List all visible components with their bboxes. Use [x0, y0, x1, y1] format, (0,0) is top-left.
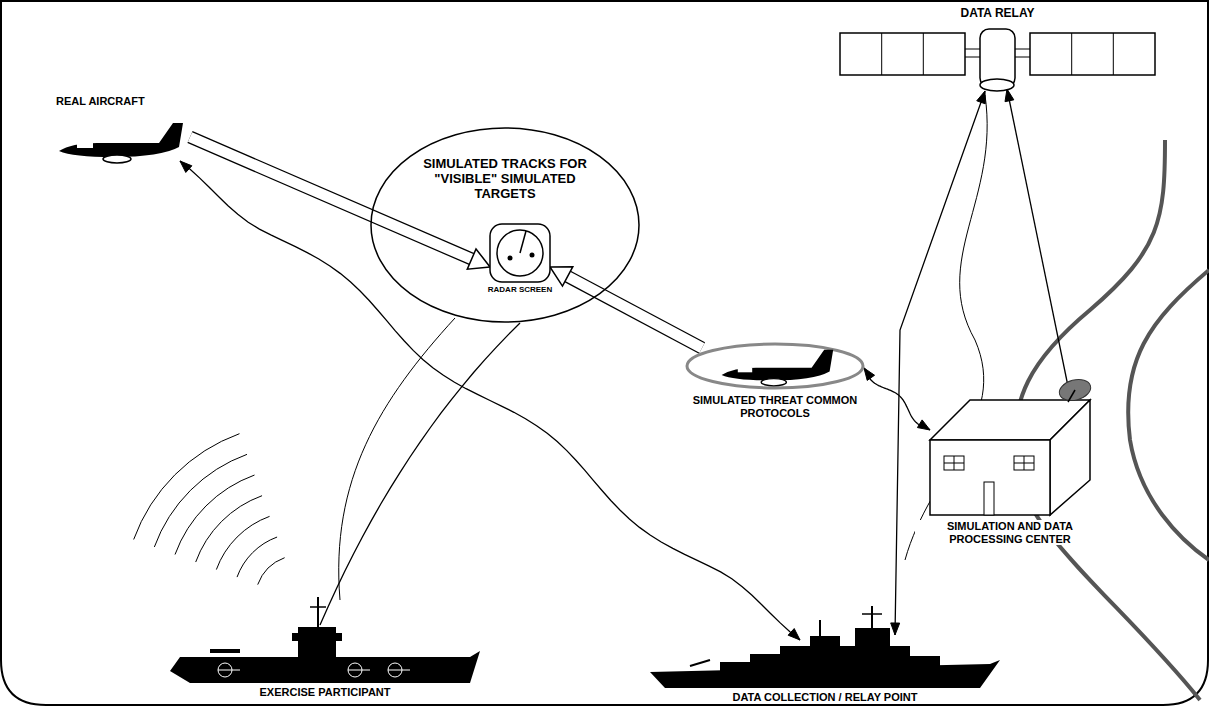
art-line	[388, 670, 410, 671]
radar-screen: RADAR SCREEN	[480, 222, 560, 302]
connector-part	[891, 623, 900, 635]
connector	[550, 267, 702, 348]
art-circle	[530, 253, 535, 258]
radio-wave	[258, 558, 285, 585]
satellite: DATA RELAY	[835, 5, 1160, 105]
art-line	[348, 670, 370, 671]
art-line	[1068, 390, 1075, 402]
sensor-line	[339, 318, 455, 600]
art-rect	[210, 649, 240, 653]
connector-part	[1005, 89, 1014, 102]
art-polygon	[1050, 400, 1090, 515]
connector	[320, 323, 520, 625]
art-line	[310, 606, 326, 608]
art-ellipse	[980, 79, 1014, 91]
connector-part	[320, 323, 520, 625]
art-rect	[840, 33, 965, 75]
radio-waves	[134, 434, 285, 585]
art-ellipse	[1057, 376, 1093, 404]
aircraft-carrier: EXERCISE PARTICIPANT	[170, 595, 480, 703]
art-line	[218, 670, 240, 671]
art-ellipse	[761, 379, 786, 386]
art-line	[1071, 33, 1072, 75]
art-ellipse	[371, 128, 639, 322]
connector-part	[895, 91, 985, 635]
art-circle	[508, 256, 513, 261]
connector-part	[1007, 89, 1070, 396]
coastline	[1128, 270, 1209, 560]
connector-part	[864, 368, 930, 430]
art-rect	[77, 143, 93, 148]
art-line	[881, 33, 882, 75]
connector-part	[917, 420, 930, 430]
art-rect	[930, 440, 1050, 515]
destroyer-ship-art	[650, 600, 1000, 705]
art-path	[720, 628, 940, 672]
art-rect	[1014, 456, 1034, 470]
connector-part	[180, 161, 192, 172]
art-line	[690, 660, 710, 666]
art-rect	[738, 368, 752, 373]
radio-wave	[154, 454, 247, 547]
node-label: EXERCISE PARTICIPANT	[175, 686, 475, 699]
art-line	[862, 613, 882, 615]
radio-wave	[175, 475, 254, 554]
art-circle	[497, 230, 543, 276]
art-rect	[944, 456, 964, 470]
art-ellipse	[754, 371, 808, 380]
destroyer-ship: DATA COLLECTION / RELAY POINT	[650, 600, 1000, 705]
threat-aircraft: SIMULATED THREAT COMMON PROTOCOLS	[680, 340, 870, 435]
art-line	[819, 620, 821, 636]
art-g	[722, 350, 834, 386]
radio-wave	[237, 537, 277, 577]
art-line	[1014, 463, 1034, 464]
radio-wave	[134, 434, 240, 540]
art-line	[317, 597, 319, 627]
node-label: SIMULATED THREAT COMMON PROTOCOLS	[690, 394, 860, 419]
node-label: DATA COLLECTION / RELAY POINT	[655, 691, 995, 704]
art-rect	[292, 633, 342, 641]
connector-part	[977, 91, 985, 104]
art-path	[59, 123, 183, 157]
art-ellipse	[687, 344, 863, 388]
art-ellipse	[95, 146, 155, 156]
track-ellipse: SIMULATED TRACKS FOR "VISIBLE" SIMULATED…	[370, 127, 640, 323]
art-ellipse	[103, 155, 131, 163]
connector	[864, 368, 930, 430]
threat-aircraft-art	[680, 340, 870, 435]
art-rect	[490, 224, 550, 282]
art-line	[1113, 33, 1114, 75]
node-label: SIMULATED TRACKS FOR "VISIBLE" SIMULATED…	[412, 157, 598, 202]
connector	[1005, 89, 1072, 396]
radio-wave	[216, 516, 269, 569]
art-rect	[984, 482, 994, 515]
connector-part	[550, 267, 573, 286]
node-label: DATA RELAY	[930, 7, 1065, 21]
connector-part	[864, 368, 875, 380]
art-line	[923, 33, 924, 75]
connector-part	[788, 629, 800, 640]
connector-part	[467, 249, 490, 269]
connector	[891, 91, 986, 635]
connector-part	[568, 276, 702, 348]
connector-part	[568, 276, 702, 348]
art-rect	[1030, 33, 1155, 75]
art-line	[944, 463, 964, 464]
art-path	[722, 350, 834, 381]
art-rect	[298, 627, 336, 657]
node-label: RADAR SCREEN	[485, 285, 555, 294]
processing-center: SIMULATION AND DATA PROCESSING CENTER	[910, 370, 1110, 560]
aircraft: REAL AIRCRAFT	[50, 95, 190, 165]
node-label: REAL AIRCRAFT	[54, 95, 184, 108]
art-line	[871, 606, 873, 630]
node-label: SIMULATION AND DATA PROCESSING CENTER	[915, 520, 1105, 545]
art-line	[520, 231, 526, 253]
art-g	[59, 123, 183, 163]
